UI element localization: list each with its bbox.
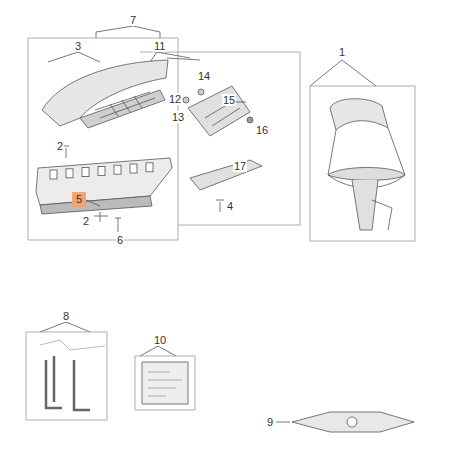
nut (247, 117, 253, 123)
callout-leader (86, 200, 100, 206)
shoulder-pad (330, 99, 388, 130)
guard-ribs (80, 90, 165, 128)
blade (292, 412, 414, 432)
callout-number: 3 (74, 40, 82, 52)
callout-number: 10 (153, 334, 167, 346)
manual-lines (148, 372, 182, 396)
group-bracket-ends (96, 32, 160, 38)
pin (236, 102, 246, 103)
manual-frame (135, 356, 195, 410)
guard-shell (42, 60, 168, 126)
callout-number: 12 (168, 93, 182, 105)
cutter-slot (82, 168, 89, 177)
mount-bracket (188, 86, 250, 136)
cutter-bar-edge (40, 196, 152, 214)
cutter-slot (98, 166, 105, 175)
cutter-bar (36, 158, 172, 205)
callout-number: 5 (75, 193, 83, 205)
callout-number: 13 (171, 111, 185, 123)
callout-leader (276, 422, 290, 423)
screw (216, 200, 224, 212)
callout-leader (167, 58, 200, 60)
callout-number: 1 (338, 46, 346, 58)
cutter-slot (50, 170, 57, 179)
cutter-slot (146, 163, 153, 172)
washer (183, 97, 189, 103)
callout-leader (48, 52, 100, 62)
guard-frame (28, 38, 178, 240)
callout-number: 9 (266, 416, 274, 428)
harness-frame (310, 86, 415, 241)
callout-number: 14 (197, 70, 211, 82)
cutter-slot (114, 165, 121, 174)
callout-number: 6 (116, 234, 124, 246)
harness-strap (328, 128, 405, 188)
clamp-plate (190, 160, 262, 190)
hip-plate (352, 180, 378, 230)
callout-number: 7 (129, 14, 137, 26)
group-bracket (96, 26, 160, 32)
cutter-slot (130, 164, 137, 173)
callout-number: 2 (82, 215, 90, 227)
callout-number: 15 (222, 94, 236, 106)
blade-hole (347, 417, 357, 427)
callout-number: 8 (62, 310, 70, 322)
screw (94, 212, 108, 222)
guard-rib-lines (95, 92, 155, 118)
bag-fold (40, 340, 105, 350)
callout-number: 11 (153, 40, 166, 52)
wrench-tools (46, 356, 90, 410)
callout-leader (140, 346, 176, 356)
cutter-slot (66, 169, 73, 178)
tools-frame (26, 332, 107, 420)
bolt-head (198, 89, 204, 95)
callout-number: 16 (255, 124, 269, 136)
cutter-slots (50, 163, 153, 179)
highlight-mark (72, 192, 86, 207)
callout-number: 17 (233, 160, 247, 172)
nut (115, 218, 121, 232)
callout-leader (310, 60, 376, 86)
hook-cord (372, 200, 392, 230)
callout-number: 2 (56, 140, 64, 152)
manual-sheet (142, 362, 188, 404)
callout-leader (40, 322, 90, 332)
callout-number: 4 (226, 200, 234, 212)
waist-strap (328, 168, 405, 181)
